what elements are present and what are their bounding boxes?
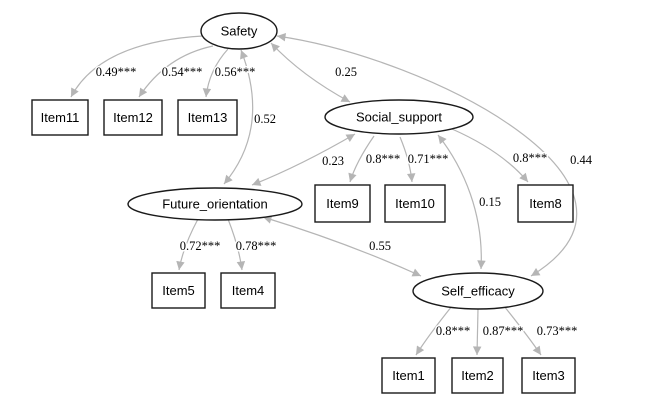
edge-label-safety-item13: 0.56*** [215,65,256,79]
loading-edge-safety-item11 [70,35,204,98]
latent-node-safety: Safety [200,12,278,50]
edge-label-social_support-self_efficacy: 0.15 [479,195,501,209]
edge-label-social_support-item8: 0.8*** [513,151,547,165]
observed-label-item4: Item4 [232,283,265,298]
latent-nodes-layer: SafetySocial_supportFuture_orientationSe… [127,12,544,310]
latent-label-future_orientation: Future_orientation [162,197,268,212]
observed-node-item1: Item1 [381,357,436,394]
observed-rect-item3 [521,357,576,394]
observed-label-item3: Item3 [532,368,565,383]
loading-edge-future_orientation-item4 [227,218,246,271]
edge-label-self_efficacy-item2: 0.87*** [483,324,524,338]
edge-label-future_orientation-item5: 0.72*** [180,239,221,253]
observed-node-item9: Item9 [314,184,371,223]
observed-label-item8: Item8 [529,196,562,211]
covariance-edge-social_support-self_efficacy [437,134,486,270]
edge-label-social_support-item9: 0.8*** [366,152,400,166]
edge-label-social_support-item10: 0.71*** [408,152,449,166]
latent-ellipse-safety [200,12,278,50]
loading-edge-self_efficacy-item1 [415,305,453,356]
observed-rect-item8 [517,184,574,223]
latent-node-social_support: Social_support [324,99,474,135]
observed-node-item8: Item8 [517,184,574,223]
edge-label-safety-future_orientation: 0.52 [254,112,276,126]
loading-edge-self_efficacy-item3 [503,305,542,356]
observed-rect-item13 [177,99,238,136]
observed-node-item3: Item3 [521,357,576,394]
covariance-edge-social_support-future_orientation [251,133,356,186]
covariance-edge-future_orientation-self_efficacy [262,215,422,277]
latent-ellipse-self_efficacy [412,272,544,310]
edge-label-safety-self_efficacy: 0.44 [570,153,593,167]
edge-label-future_orientation-self_efficacy: 0.55 [369,239,391,253]
covariance-edge-safety-self_efficacy [276,33,578,277]
observed-label-item12: Item12 [113,110,153,125]
loading-edge-social_support-item9 [348,135,375,183]
latent-node-self_efficacy: Self_efficacy [412,272,544,310]
edge-label-safety-item12: 0.54*** [162,65,203,79]
observed-label-item2: Item2 [461,368,494,383]
latent-node-future_orientation: Future_orientation [127,187,303,221]
observed-node-item5: Item5 [151,272,206,309]
observed-rect-item10 [384,184,446,223]
latent-ellipse-future_orientation [127,187,303,221]
observed-label-item10: Item10 [395,196,435,211]
observed-node-item4: Item4 [220,272,276,309]
edges-layer [70,33,578,356]
loading-edge-safety-item12 [138,45,214,98]
edge-label-safety-item11: 0.49*** [96,65,137,79]
edge-label-self_efficacy-item3: 0.73*** [537,324,578,338]
covariance-edge-safety-future_orientation [223,49,254,185]
observed-node-item11: Item11 [31,99,89,136]
observed-label-item11: Item11 [41,110,80,125]
latent-label-safety: Safety [221,24,258,39]
observed-node-item13: Item13 [177,99,238,136]
loading-edge-social_support-item10 [399,136,416,183]
latent-label-self_efficacy: Self_efficacy [441,284,515,299]
observed-label-item9: Item9 [326,196,359,211]
latent-label-social_support: Social_support [356,110,442,125]
edge-labels-layer: 0.49*** 0.54*** 0.56*** 0.25 0.52 0.44 0.23 0.8… [94,64,594,340]
observed-node-item2: Item2 [451,357,504,394]
observed-label-item5: Item5 [162,283,195,298]
observed-node-item10: Item10 [384,184,446,223]
edge-label-self_efficacy-item1: 0.8*** [436,324,470,338]
latent-ellipse-social_support [324,99,474,135]
observed-rect-item1 [381,357,436,394]
edge-label-future_orientation-item4: 0.78*** [236,239,277,253]
observed-rect-item12 [103,99,163,136]
loading-edge-self_efficacy-item2 [472,308,482,356]
observed-rect-item4 [220,272,276,309]
observed-label-item13: Item13 [188,110,228,125]
observed-node-item12: Item12 [103,99,163,136]
loading-edge-future_orientation-item5 [176,218,199,271]
observed-rect-item2 [451,357,504,394]
observed-rect-item5 [151,272,206,309]
loading-edge-social_support-item8 [451,128,529,183]
edge-label-safety-social_support: 0.25 [335,65,357,79]
observed-rect-item9 [314,184,371,223]
observed-label-item1: Item1 [392,368,425,383]
edge-label-social_support-future_orientation: 0.23 [322,154,344,168]
observed-rect-item11 [31,99,89,136]
